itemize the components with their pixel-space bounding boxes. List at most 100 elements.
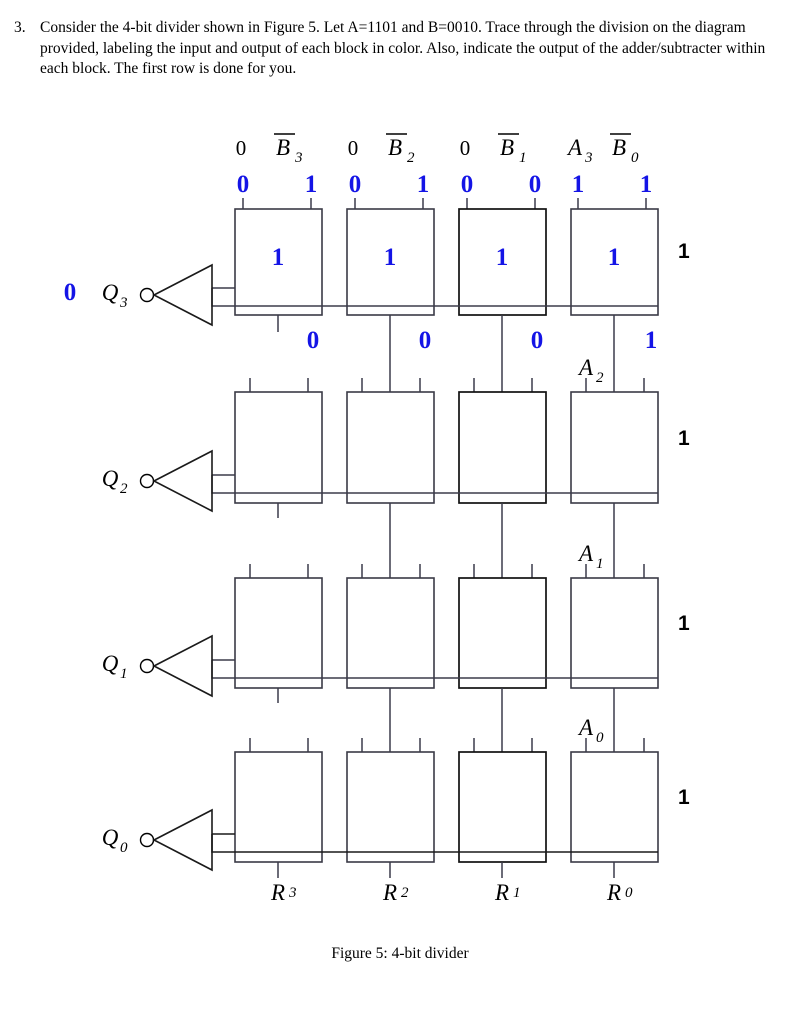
- top-label-2-right-sub: 1: [519, 150, 527, 166]
- row3-block-0[interactable]: [570, 577, 659, 689]
- row4-quotient-group: Q 0: [102, 825, 128, 856]
- row2-quotient-group: Q 2: [102, 466, 128, 497]
- row1-quotient-group: 0 Q 3: [64, 279, 128, 311]
- row2-carry-chain: [211, 474, 658, 494]
- top-label-group-3: A 3 B 0: [566, 133, 639, 166]
- row1-output-value-3: 0: [307, 327, 320, 354]
- top-label-group-0: 0 B 3: [236, 133, 303, 166]
- top-label-3-left: A: [566, 135, 583, 160]
- a0-sub: 0: [596, 730, 604, 746]
- a2-input-group: A 2: [577, 355, 604, 386]
- top-label-1-right-sub: 2: [407, 150, 415, 166]
- a1-label: A: [577, 541, 594, 566]
- a1-input-group: A 1: [577, 541, 604, 572]
- row1-sum-value-3: 1: [272, 244, 285, 271]
- row4-input-stubs: [249, 738, 645, 752]
- row3-block-3[interactable]: [234, 577, 323, 689]
- row1-carry-chain: [211, 287, 658, 307]
- problem-number: 3.: [14, 19, 26, 36]
- row1-output-value-2: 0: [419, 327, 432, 354]
- r3-sub: 3: [288, 885, 297, 900]
- input-value-0: 0: [237, 171, 250, 198]
- row3-input-stubs: [249, 564, 645, 578]
- row1-q-label: Q: [102, 280, 119, 305]
- row1-q-sub: 3: [119, 295, 128, 311]
- row4-inverter[interactable]: [139, 808, 213, 872]
- remainder-label-2: R 2: [382, 880, 409, 900]
- r2-label: R: [382, 880, 397, 900]
- row1-sum-value-0: 1: [608, 244, 621, 271]
- row1-output-value-1: 0: [531, 327, 544, 354]
- a2-sub: 2: [596, 370, 604, 386]
- row3-q-label: Q: [102, 651, 119, 676]
- figure-caption: Figure 5: 4-bit divider: [331, 945, 469, 962]
- row2-block-1[interactable]: [458, 391, 547, 504]
- top-label-3-right: B: [612, 135, 626, 160]
- a1-sub: 1: [596, 556, 604, 572]
- row2-carry-out: 1: [678, 427, 690, 450]
- row4-carry-out: 1: [678, 786, 690, 809]
- divider-diagram: 0 B 3 0 B 2 0 B 1 A 3 B 0 0 1 0 1 0 0 1 …: [0, 110, 800, 900]
- r1-label: R: [494, 880, 509, 900]
- row3-block-1[interactable]: [458, 577, 547, 689]
- row4-carry-chain: [211, 833, 658, 853]
- input-value-4: 0: [461, 171, 474, 198]
- row1-output-wires: [277, 315, 615, 392]
- r0-label: R: [606, 880, 621, 900]
- row1-output-value-0: 1: [645, 327, 658, 354]
- row1-inverter[interactable]: [139, 263, 213, 327]
- row2-q-label: Q: [102, 466, 119, 491]
- input-value-7: 1: [640, 171, 653, 198]
- top-label-2-right: B: [500, 135, 514, 160]
- input-value-3: 1: [417, 171, 430, 198]
- top-label-0-left: 0: [236, 136, 247, 160]
- row2-output-wires: [277, 503, 615, 578]
- top-label-3-left-sub: 3: [584, 150, 593, 166]
- row1-sum-value-2: 1: [384, 244, 397, 271]
- row4-block-1[interactable]: [458, 751, 547, 863]
- row4-block-0[interactable]: [570, 751, 659, 863]
- row3-carry-chain: [211, 659, 658, 679]
- row2-block-0[interactable]: [570, 391, 659, 504]
- a2-label: A: [577, 355, 594, 380]
- row1-q-annotation: 0: [64, 279, 77, 306]
- r3-label: R: [270, 880, 285, 900]
- top-label-0-right: B: [276, 135, 290, 160]
- row4-q-sub: 0: [120, 840, 128, 856]
- input-value-1: 1: [305, 171, 318, 198]
- input-value-6: 1: [572, 171, 585, 198]
- top-label-group-1: 0 B 2: [348, 133, 415, 166]
- top-label-1-right: B: [388, 135, 402, 160]
- divider-schematic: 0 B 3 0 B 2 0 B 1 A 3 B 0 0 1 0 1 0 0 1 …: [64, 133, 690, 900]
- row1-input-stubs: [242, 198, 647, 209]
- top-label-group-2: 0 B 1: [460, 133, 527, 166]
- row2-q-sub: 2: [120, 481, 128, 497]
- a0-label: A: [577, 715, 594, 740]
- top-label-2-left: 0: [460, 136, 471, 160]
- top-label-3-right-sub: 0: [631, 150, 639, 166]
- r2-sub: 2: [401, 885, 409, 900]
- row3-inverter[interactable]: [139, 634, 213, 698]
- row3-quotient-group: Q 1: [102, 651, 128, 682]
- row2-input-stubs: [249, 378, 645, 392]
- problem-statement: 3. Consider the 4-bit divider shown in F…: [14, 18, 789, 80]
- input-value-5: 0: [529, 171, 542, 198]
- row2-block-3[interactable]: [234, 391, 323, 504]
- top-label-0-right-sub: 3: [294, 150, 303, 166]
- row4-output-wires: [277, 862, 615, 878]
- row2-block-2[interactable]: [346, 391, 435, 504]
- top-label-1-left: 0: [348, 136, 359, 160]
- remainder-label-0: R 0: [606, 880, 633, 900]
- r1-sub: 1: [513, 885, 521, 900]
- a0-input-group: A 0: [577, 715, 604, 746]
- input-value-2: 0: [349, 171, 362, 198]
- r0-sub: 0: [625, 885, 633, 900]
- row4-block-3[interactable]: [234, 751, 323, 863]
- row2-inverter[interactable]: [139, 449, 213, 513]
- remainder-label-1: R 1: [494, 880, 521, 900]
- row4-q-label: Q: [102, 825, 119, 850]
- row3-output-wires: [277, 688, 615, 752]
- row3-carry-out: 1: [678, 612, 690, 635]
- row3-block-2[interactable]: [346, 577, 435, 689]
- row4-block-2[interactable]: [346, 751, 435, 863]
